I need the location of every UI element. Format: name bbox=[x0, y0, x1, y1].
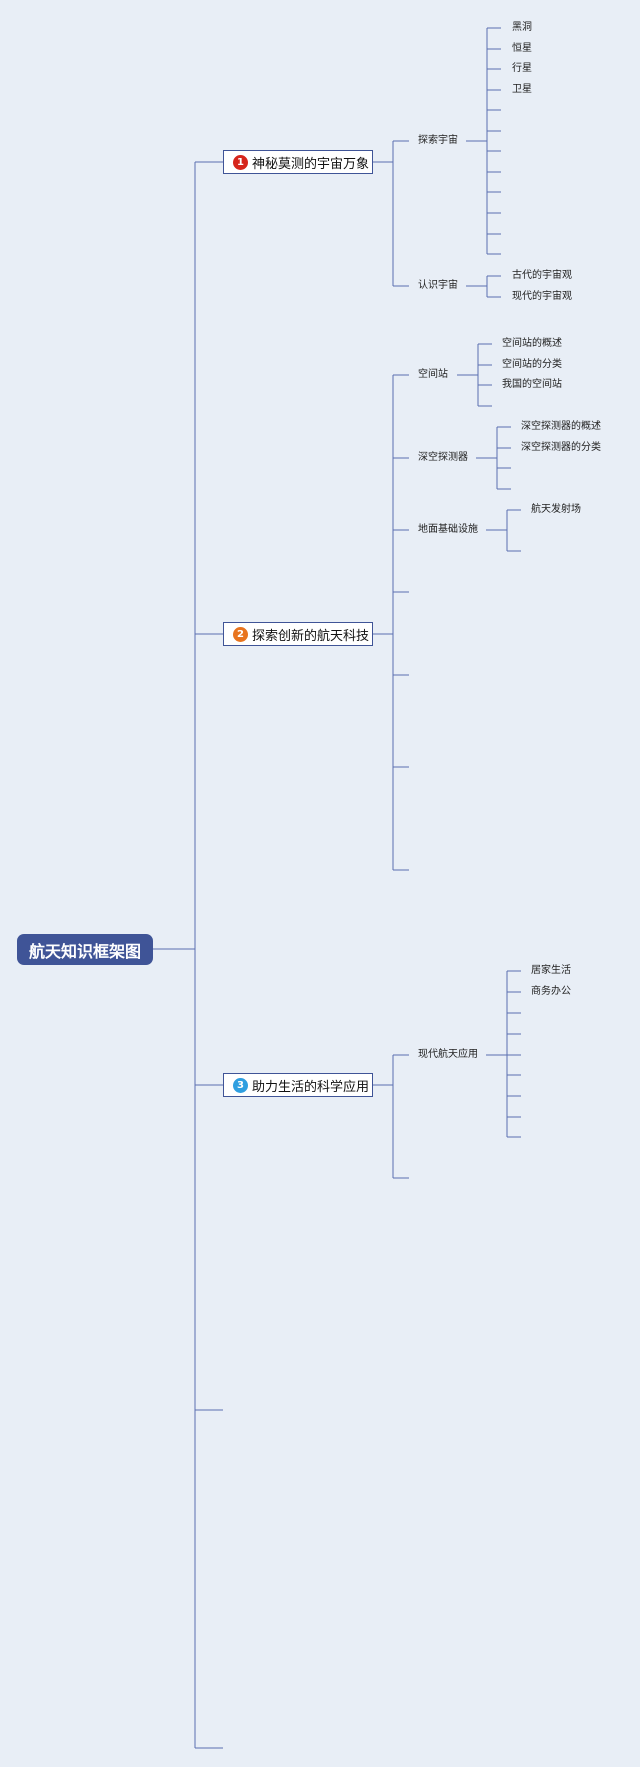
branch-label: 助力生活的科学应用 bbox=[252, 1079, 370, 1095]
leaf-label[interactable]: 古代的宇宙观 bbox=[512, 270, 572, 281]
branch-node-1[interactable]: 1 神秘莫测的宇宙万象 bbox=[223, 150, 373, 174]
root-label: 航天知识框架图 bbox=[28, 941, 141, 961]
branch-node-3[interactable]: 3 助力生活的科学应用 bbox=[223, 1073, 373, 1097]
leaf-label[interactable]: 空间站的概述 bbox=[502, 338, 562, 349]
subtopic-label[interactable]: 现代航天应用 bbox=[418, 1049, 478, 1060]
subtopic-label[interactable]: 探索宇宙 bbox=[418, 135, 458, 146]
leaf-label[interactable]: 居家生活 bbox=[531, 965, 571, 976]
leaf-label[interactable]: 我国的空间站 bbox=[502, 379, 562, 390]
branch-node-2[interactable]: 2 探索创新的航天科技 bbox=[223, 622, 373, 646]
subtopic-label[interactable]: 空间站 bbox=[418, 369, 448, 380]
subtopic-label[interactable]: 深空探测器 bbox=[418, 452, 468, 463]
number-badge-icon: 2 bbox=[233, 626, 248, 642]
leaf-label[interactable]: 商务办公 bbox=[531, 986, 571, 997]
branch-label: 探索创新的航天科技 bbox=[252, 628, 370, 644]
number-badge-icon: 1 bbox=[233, 154, 248, 170]
number-badge-icon: 3 bbox=[233, 1077, 248, 1093]
leaf-label[interactable]: 空间站的分类 bbox=[502, 359, 562, 370]
subtopic-label[interactable]: 认识宇宙 bbox=[418, 280, 458, 291]
leaf-label[interactable]: 卫星 bbox=[512, 84, 532, 95]
leaf-label[interactable]: 深空探测器的分类 bbox=[521, 442, 601, 453]
leaf-label[interactable]: 现代的宇宙观 bbox=[512, 291, 572, 302]
leaf-label[interactable]: 行星 bbox=[512, 63, 532, 74]
branch-label: 神秘莫测的宇宙万象 bbox=[252, 156, 370, 172]
leaf-label[interactable]: 航天发射场 bbox=[531, 504, 581, 515]
leaf-label[interactable]: 黑洞 bbox=[512, 22, 532, 33]
leaf-label[interactable]: 恒星 bbox=[512, 43, 532, 54]
root-node[interactable]: 航天知识框架图 bbox=[17, 934, 153, 965]
subtopic-label[interactable]: 地面基础设施 bbox=[418, 524, 478, 535]
leaf-label[interactable]: 深空探测器的概述 bbox=[521, 421, 601, 432]
